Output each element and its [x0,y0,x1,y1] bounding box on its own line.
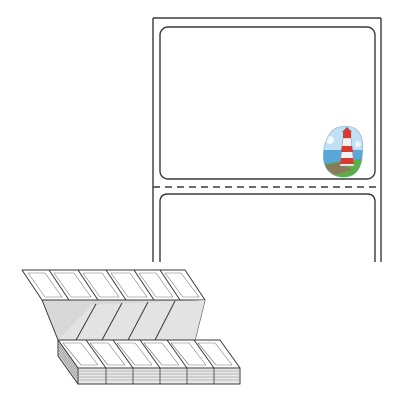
label-top [159,26,376,180]
fanfold-stack-icon [21,269,241,385]
